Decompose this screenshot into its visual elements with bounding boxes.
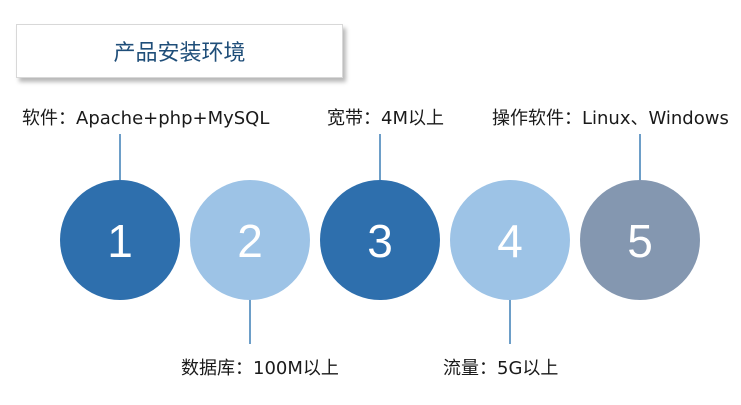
step-2-number: 2 (237, 215, 263, 267)
step-1-label: 软件：Apache+php+MySQL (22, 108, 270, 129)
step-3-number: 3 (367, 215, 393, 267)
step-1-connector (119, 134, 121, 180)
title-box: 产品安装环境 (16, 24, 343, 78)
step-1-number: 1 (107, 215, 133, 267)
step-5-number: 5 (627, 215, 653, 267)
step-4-connector (509, 298, 511, 344)
step-3-label: 宽带：4M以上 (327, 108, 444, 129)
step-4-number: 4 (497, 215, 523, 267)
step-5-connector (639, 134, 641, 180)
step-5-label: 操作软件：Linux、Windows (492, 108, 729, 129)
step-3-connector (379, 134, 381, 180)
step-1-circle (60, 180, 180, 300)
step-2-circle (190, 180, 310, 300)
step-4-label: 流量：5G以上 (443, 358, 559, 379)
step-2-connector (249, 298, 251, 344)
step-4-circle (450, 180, 570, 300)
diagram-title: 产品安装环境 (113, 41, 246, 66)
step-5-circle (580, 180, 700, 300)
step-3-circle (320, 180, 440, 300)
step-2-label: 数据库：100M以上 (181, 358, 339, 379)
